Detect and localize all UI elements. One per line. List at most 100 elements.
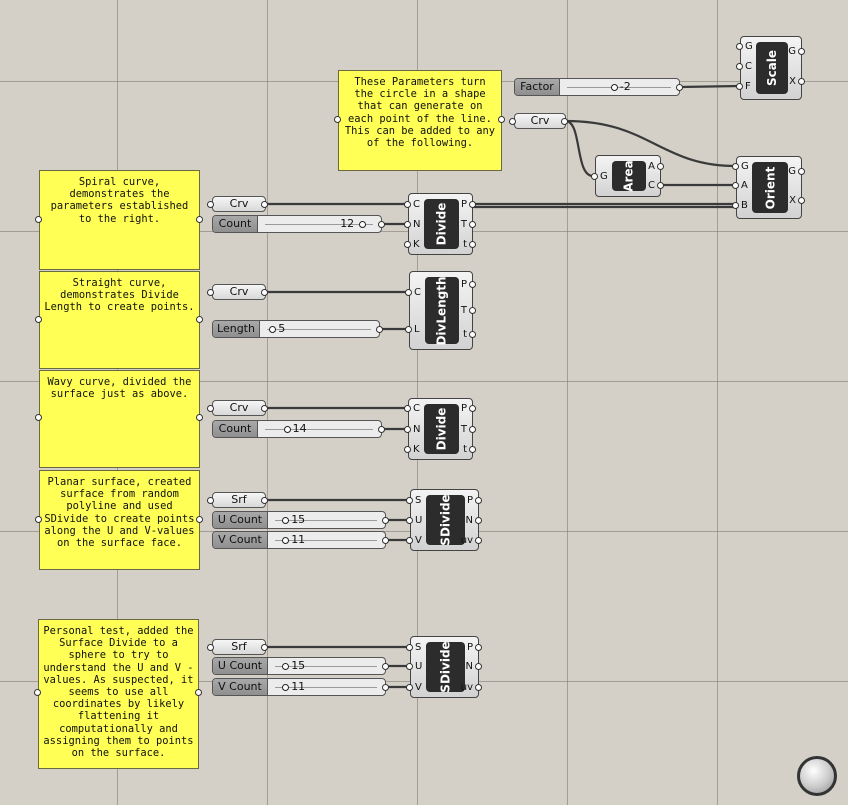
component-divlength-input-port[interactable] xyxy=(405,326,412,333)
srf-param-2-output[interactable] xyxy=(261,644,268,651)
srf-param-1-input[interactable] xyxy=(207,497,214,504)
srf-param-2[interactable]: Srf xyxy=(212,639,266,655)
slider-v-count-1[interactable]: V Count 11 xyxy=(212,531,386,549)
slider-count-1-track[interactable] xyxy=(265,224,373,225)
slider-u-count-1[interactable]: U Count 15 xyxy=(212,511,386,529)
slider-u-count-1-output[interactable] xyxy=(382,517,389,524)
crv-param-1-output[interactable] xyxy=(261,201,268,208)
component-divide-2-output-port[interactable] xyxy=(469,426,476,433)
slider-v-count-2-output[interactable] xyxy=(382,684,389,691)
panel-straight-input-port[interactable] xyxy=(35,316,42,323)
panel-intro-output-port[interactable] xyxy=(498,116,505,123)
component-sdivide-1-input-port[interactable] xyxy=(406,497,413,504)
component-divide-2-input-port[interactable] xyxy=(404,405,411,412)
panel-spiral[interactable]: Spiral curve, demonstrates the parameter… xyxy=(39,170,200,270)
component-divlength-output-port[interactable] xyxy=(469,331,476,338)
component-sdivide-2-output-port[interactable] xyxy=(475,663,482,670)
slider-u-count-1-track[interactable] xyxy=(275,520,377,521)
slider-v-count-2[interactable]: V Count 11 xyxy=(212,678,386,696)
slider-v-count-2-knob[interactable] xyxy=(282,684,290,691)
crv-param-2-input[interactable] xyxy=(207,289,214,296)
component-orient-input-port[interactable] xyxy=(732,163,739,170)
crv-param-top[interactable]: Crv xyxy=(514,113,566,129)
crv-param-2-output[interactable] xyxy=(261,289,268,296)
slider-u-count-2-track[interactable] xyxy=(275,666,377,667)
slider-v-count-1-output[interactable] xyxy=(382,537,389,544)
slider-v-count-2-track[interactable] xyxy=(275,687,377,688)
component-area-output-port[interactable] xyxy=(657,163,664,170)
slider-u-count-2-knob[interactable] xyxy=(282,663,290,670)
component-sdivide-1-input-port[interactable] xyxy=(406,517,413,524)
component-area-output-port[interactable] xyxy=(657,182,664,189)
component-scale-input-port[interactable] xyxy=(736,83,743,90)
slider-count-2-track[interactable] xyxy=(265,429,373,430)
panel-wavy-output-port[interactable] xyxy=(196,414,203,421)
component-sdivide-2-output-port[interactable] xyxy=(475,644,482,651)
slider-u-count-2-output[interactable] xyxy=(382,663,389,670)
crv-param-3-output[interactable] xyxy=(261,405,268,412)
component-orient-input-port[interactable] xyxy=(732,202,739,209)
component-sdivide-2-input-port[interactable] xyxy=(406,684,413,691)
slider-v-count-1-knob[interactable] xyxy=(282,537,290,544)
component-divide-2-output-port[interactable] xyxy=(469,405,476,412)
slider-factor-output[interactable] xyxy=(676,84,683,91)
panel-planar-output-port[interactable] xyxy=(196,516,203,523)
panel-straight-output-port[interactable] xyxy=(196,316,203,323)
component-sdivide-1-output-port[interactable] xyxy=(475,497,482,504)
component-divide-2-input-port[interactable] xyxy=(404,446,411,453)
component-divide-1-output-port[interactable] xyxy=(469,241,476,248)
panel-personal-output-port[interactable] xyxy=(195,689,202,696)
component-sdivide-1-input-port[interactable] xyxy=(406,537,413,544)
crv-param-top-input[interactable] xyxy=(509,118,516,125)
slider-u-count-2[interactable]: U Count 15 xyxy=(212,657,386,675)
slider-factor[interactable]: Factor -2 xyxy=(514,78,680,96)
slider-u-count-1-knob[interactable] xyxy=(282,517,290,524)
slider-factor-knob[interactable] xyxy=(610,84,618,91)
panel-spiral-input-port[interactable] xyxy=(35,216,42,223)
component-orient-input-port[interactable] xyxy=(732,182,739,189)
srf-param-1-output[interactable] xyxy=(261,497,268,504)
component-divide-1-input-port[interactable] xyxy=(404,221,411,228)
slider-count-1[interactable]: Count 12 xyxy=(212,215,382,233)
panel-personal-input-port[interactable] xyxy=(34,689,41,696)
panel-wavy-input-port[interactable] xyxy=(35,414,42,421)
component-divide-1-output-port[interactable] xyxy=(469,201,476,208)
slider-length[interactable]: Length 5 xyxy=(212,320,380,338)
component-orient-output-port[interactable] xyxy=(798,197,805,204)
srf-param-2-input[interactable] xyxy=(207,644,214,651)
panel-spiral-output-port[interactable] xyxy=(196,216,203,223)
component-divlength-output-port[interactable] xyxy=(469,307,476,314)
slider-count-2[interactable]: Count 14 xyxy=(212,420,382,438)
slider-length-knob[interactable] xyxy=(269,326,277,333)
slider-count-2-knob[interactable] xyxy=(283,426,291,433)
crv-param-2[interactable]: Crv xyxy=(212,284,266,300)
panel-intro[interactable]: These Parameters turn the circle in a sh… xyxy=(338,70,502,171)
component-divlength-output-port[interactable] xyxy=(469,281,476,288)
slider-length-output[interactable] xyxy=(376,326,383,333)
component-scale-output-port[interactable] xyxy=(798,78,805,85)
srf-param-1[interactable]: Srf xyxy=(212,492,266,508)
panel-planar[interactable]: Planar surface, created surface from ran… xyxy=(39,470,200,570)
panel-personal[interactable]: Personal test, added the Surface Divide … xyxy=(38,619,199,769)
slider-count-1-output[interactable] xyxy=(378,221,385,228)
crv-param-1[interactable]: Crv xyxy=(212,196,266,212)
crv-param-3-input[interactable] xyxy=(207,405,214,412)
panel-intro-input-port[interactable] xyxy=(334,116,341,123)
component-sdivide-2-input-port[interactable] xyxy=(406,663,413,670)
component-orient-output-port[interactable] xyxy=(798,168,805,175)
component-divide-1-output-port[interactable] xyxy=(469,221,476,228)
component-sdivide-2-output-port[interactable] xyxy=(475,684,482,691)
component-area-input-port[interactable] xyxy=(591,173,598,180)
crv-param-1-input[interactable] xyxy=(207,201,214,208)
component-scale-input-port[interactable] xyxy=(736,43,743,50)
crv-param-top-output[interactable] xyxy=(561,118,568,125)
slider-count-1-knob[interactable] xyxy=(359,221,367,228)
slider-v-count-1-track[interactable] xyxy=(275,540,377,541)
navigation-ball-icon[interactable] xyxy=(797,756,837,796)
